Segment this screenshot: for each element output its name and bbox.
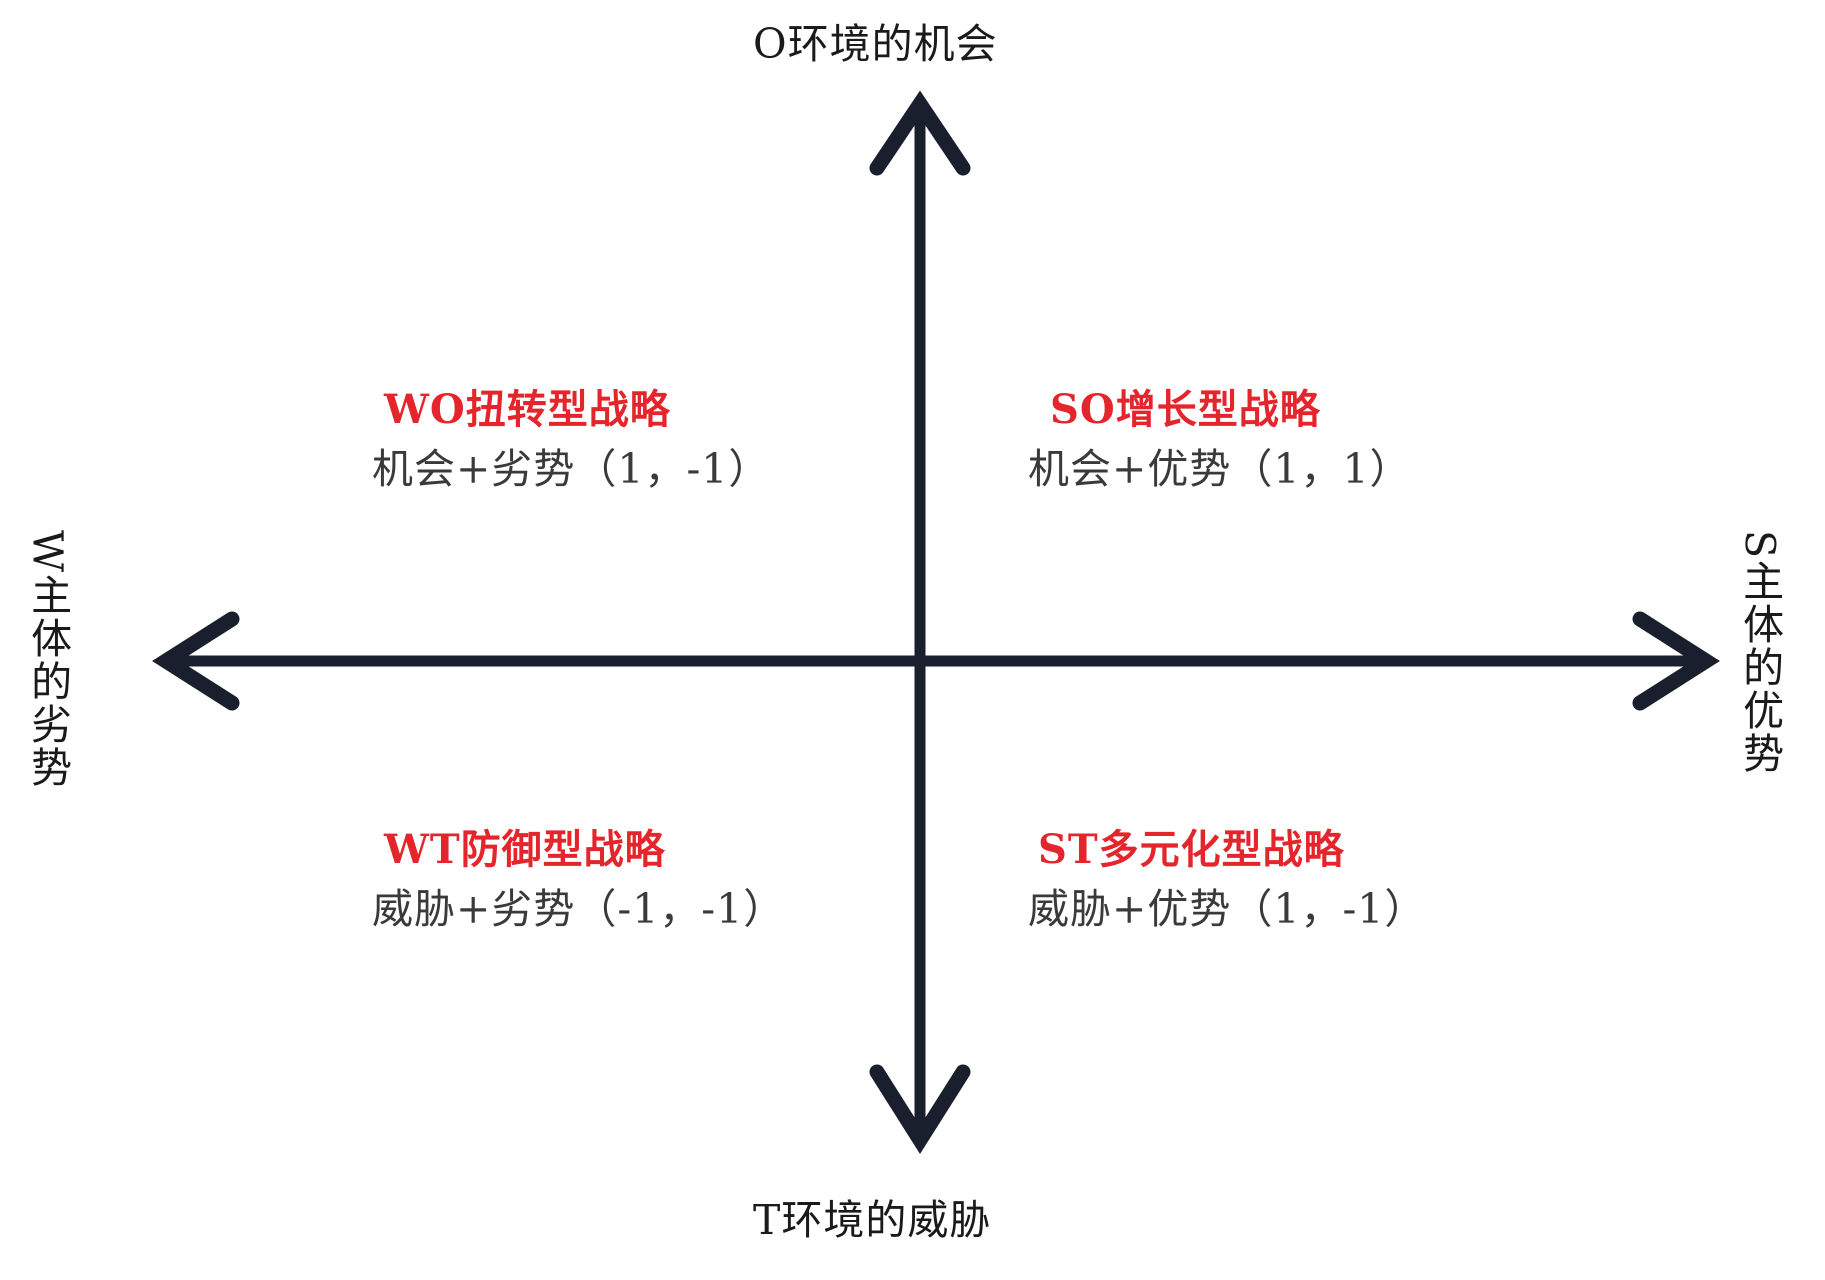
axis-label-threats: T环境的威胁: [753, 1196, 992, 1244]
arrow-left-icon: [152, 611, 240, 711]
quadrant-st: ST多元化型战略 威胁+优势（1，-1）: [1028, 825, 1426, 935]
axis-label-strengths: S主体的优势: [1735, 530, 1784, 776]
axis-label-weaknesses-latin: W: [23, 530, 72, 575]
quadrant-wo: WO扭转型战略 机会+劣势（1，-1）: [372, 385, 770, 495]
arrow-up-icon: [869, 90, 971, 176]
quadrant-wt-detail: 威胁+劣势（-1，-1）: [372, 885, 786, 933]
axis-label-strengths-chinese: 主体的优势: [1735, 560, 1784, 776]
quadrant-wt: WT防御型战略 威胁+劣势（-1，-1）: [372, 825, 785, 935]
quadrant-st-title: ST多元化型战略: [1038, 826, 1345, 873]
quadrant-so: SO增长型战略 机会+优势（1，1）: [1028, 385, 1412, 495]
axis-label-strengths-latin: S: [1735, 530, 1784, 561]
axis-label-opportunities: O环境的机会: [753, 20, 998, 68]
arrow-right-icon: [1632, 611, 1720, 711]
axis-label-weaknesses: W主体的劣势: [23, 530, 72, 790]
quadrant-so-detail: 机会+优势（1，1）: [1028, 445, 1412, 493]
quadrant-st-detail: 威胁+优势（1，-1）: [1028, 885, 1427, 933]
arrow-down-icon: [869, 1064, 971, 1155]
quadrant-wo-detail: 机会+劣势（1，-1）: [372, 445, 771, 493]
quadrant-wt-title: WT防御型战略: [384, 826, 666, 873]
axis-label-weaknesses-chinese: 主体的劣势: [23, 574, 72, 790]
quadrant-so-title: SO增长型战略: [1050, 386, 1321, 433]
quadrant-wo-title: WO扭转型战略: [384, 386, 671, 433]
